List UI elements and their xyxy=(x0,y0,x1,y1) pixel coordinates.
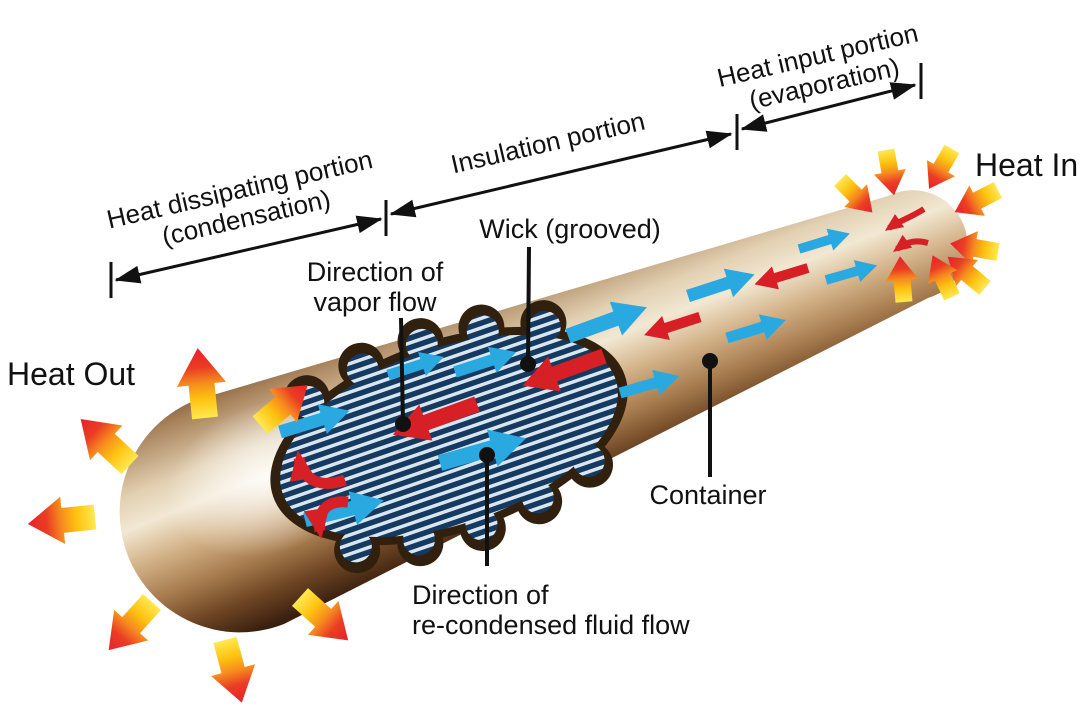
vapor-flow-leader-dot xyxy=(395,416,411,432)
vapor-flow-label-line: Direction of xyxy=(306,256,444,287)
wick-leader-dot xyxy=(520,356,536,372)
wick-leader-line xyxy=(526,246,531,365)
container-label: Container xyxy=(649,479,767,510)
wick-label: Wick (grooved) xyxy=(479,213,661,244)
dimension-line xyxy=(389,130,733,218)
curved-vapor-arrow-icon xyxy=(892,234,929,252)
fluid-flow-label-line: re-condensed fluid flow xyxy=(412,610,690,641)
fluid-flow-leader-dot xyxy=(479,447,495,463)
heat-in-arrow-icon xyxy=(915,140,966,197)
dimension-line xyxy=(114,215,383,284)
heat-in-label: Heat In xyxy=(975,147,1079,183)
curved-vapor-arrow-icon xyxy=(289,450,347,489)
vapor-flow-leader-line xyxy=(399,317,405,425)
vapor-flow-label-line: vapor flow xyxy=(313,287,437,317)
vapor-flow-label: Direction of vapor flow xyxy=(307,257,444,317)
heat-out-arrow-icon xyxy=(202,634,264,709)
heat-out-arrow-icon xyxy=(25,493,98,548)
heat-in-arrow-icon xyxy=(870,147,910,199)
curved-vapor-arrow-icon xyxy=(884,206,926,231)
flow-arrows-layer xyxy=(275,206,929,539)
fluid-flow-label-line: Direction of xyxy=(412,580,549,610)
fluid-flow-label: Direction of re-condensed fluid flow xyxy=(412,580,690,640)
dimension-line xyxy=(740,82,917,132)
curved-vapor-arrow-icon xyxy=(303,496,349,539)
annotation-lines-layer xyxy=(109,63,923,566)
heat-out-label: Heat Out xyxy=(7,356,136,392)
container-leader-dot xyxy=(702,353,718,369)
